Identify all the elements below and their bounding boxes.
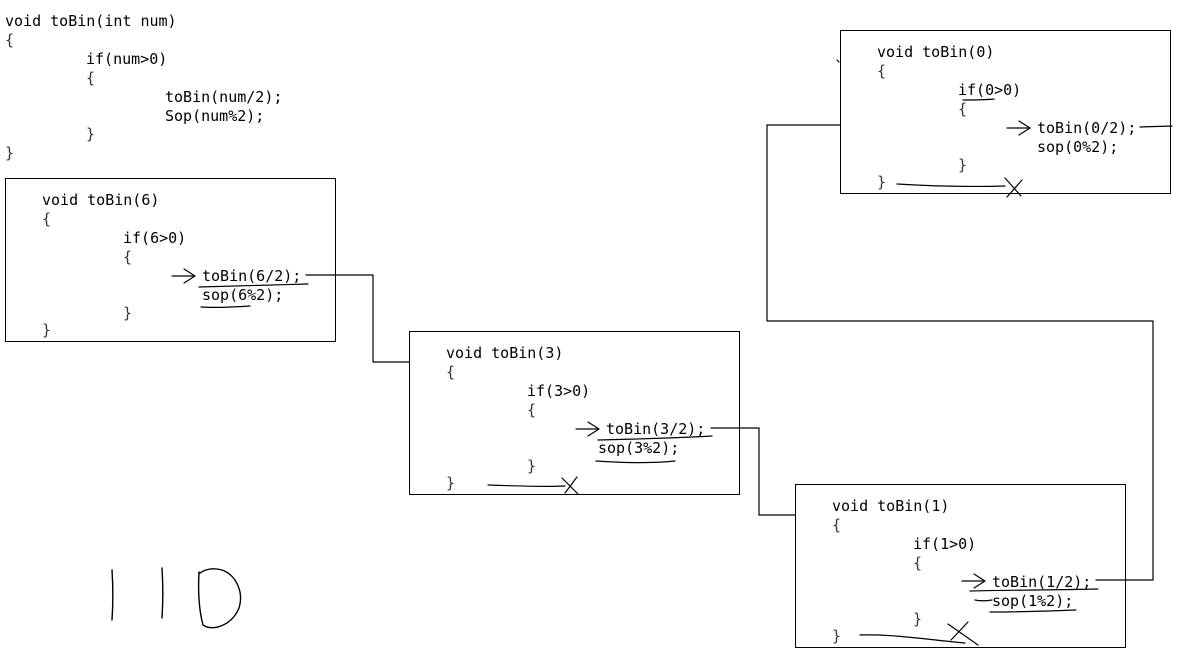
frame-if-line: if(0>0) (958, 81, 1022, 99)
frame-open-brace: { (42, 210, 52, 228)
frame-signature: void toBin(0) (877, 43, 995, 61)
frame-signature: void toBin(6) (42, 191, 160, 209)
frame-if-open: { (913, 554, 923, 572)
frame-if-open: { (527, 401, 537, 419)
frame-recursive-call: toBin(3/2); (606, 420, 706, 438)
frame-print-call: sop(3%2); (598, 439, 680, 457)
source-if-line: if(num>0) (86, 50, 168, 68)
source-close-brace: } (5, 144, 15, 162)
frame-if-close: } (958, 156, 968, 174)
frame-signature: void toBin(1) (832, 497, 950, 515)
frame-if-open: { (958, 100, 968, 118)
frame-if-line: if(6>0) (123, 229, 187, 247)
call-frame-3: void toBin(3) { if(3>0) { toBin(3/2); so… (409, 331, 740, 495)
handwritten-digit-one (111, 569, 114, 621)
frame-open-brace: { (877, 62, 887, 80)
source-if-close: } (86, 125, 96, 143)
source-signature: void toBin(int num) (5, 12, 177, 30)
frame-print-call: sop(0%2); (1037, 138, 1119, 156)
frame-if-line: if(3>0) (527, 382, 591, 400)
frame-open-brace: { (446, 363, 456, 381)
source-open-brace: { (5, 31, 15, 49)
frame-recursive-call: toBin(6/2); (202, 267, 302, 285)
frame-if-line: if(1>0) (913, 535, 977, 553)
frame-close-brace: } (446, 474, 456, 492)
call-frame-0: void toBin(0) { if(0>0) { toBin(0/2); so… (840, 30, 1171, 194)
frame-open-brace: { (832, 516, 842, 534)
frame-close-brace: } (42, 321, 52, 339)
frame-signature: void toBin(3) (446, 344, 564, 362)
frame-if-open: { (123, 248, 133, 266)
connector-line (836, 59, 840, 63)
source-if-open: { (86, 69, 96, 87)
handwritten-digit-one (161, 567, 164, 619)
handwritten-digit-zero (197, 568, 242, 629)
frame-if-close: } (527, 457, 537, 475)
frame-recursive-call: toBin(0/2); (1037, 119, 1137, 137)
frame-if-close: } (913, 610, 923, 628)
handwritten-result (111, 567, 242, 629)
frame-close-brace: } (832, 627, 842, 645)
frame-recursive-call: toBin(1/2); (992, 573, 1092, 591)
frame-print-call: sop(6%2); (202, 286, 284, 304)
call-frame-6: void toBin(6) { if(6>0) { toBin(6/2); so… (5, 178, 336, 342)
frame-close-brace: } (877, 173, 887, 191)
frame-if-close: } (123, 304, 133, 322)
call-frame-1: void toBin(1) { if(1>0) { toBin(1/2); so… (795, 484, 1126, 648)
source-print-call: Sop(num%2); (165, 107, 265, 125)
source-recursive-call: toBin(num/2); (165, 88, 283, 106)
frame-print-call: sop(1%2); (992, 592, 1074, 610)
